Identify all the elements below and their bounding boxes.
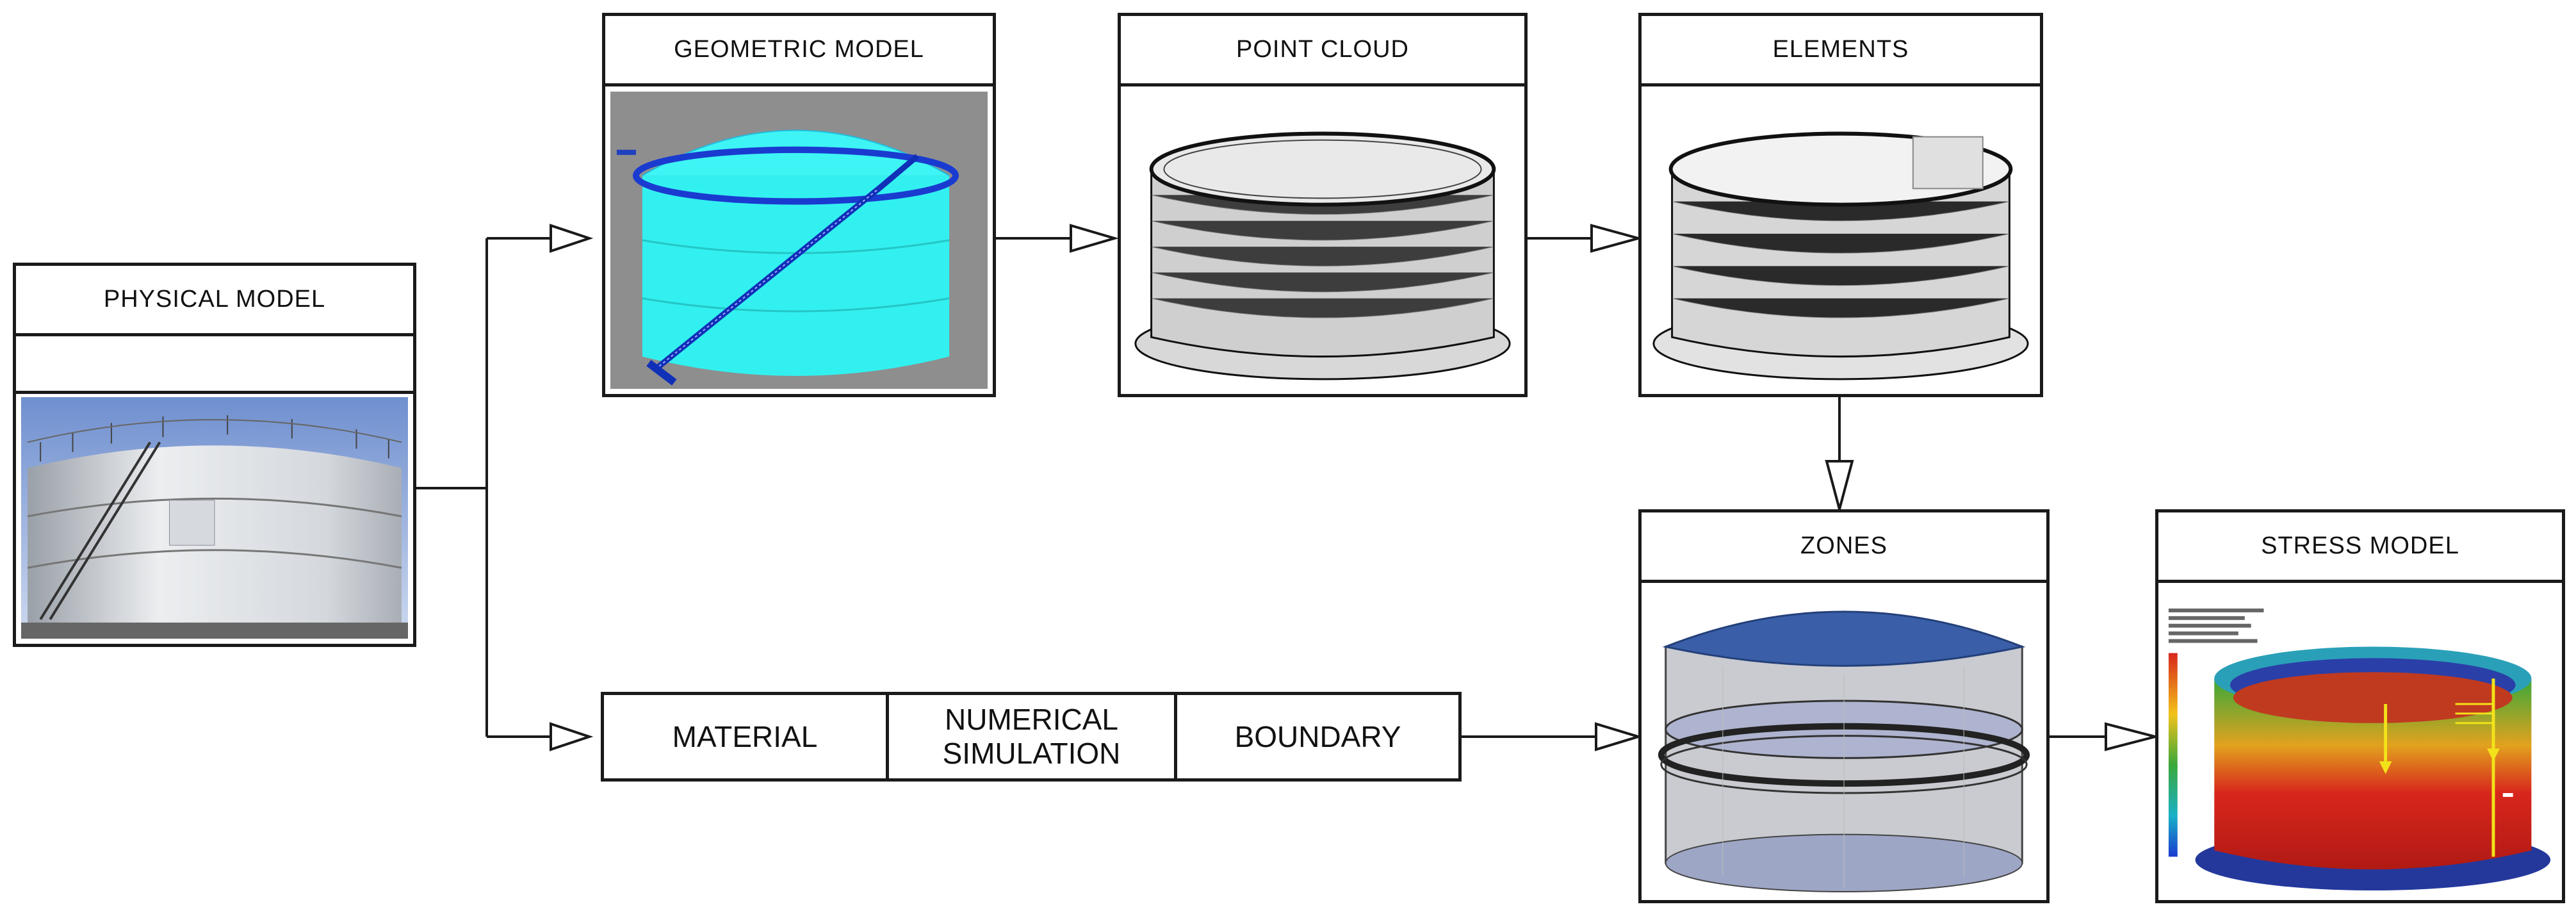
elements-box: ELEMENTS (1638, 13, 2043, 397)
physical-model-box: PHYSICAL MODEL (13, 263, 416, 647)
geometric-model-render (610, 92, 988, 389)
zones-render (1647, 602, 2041, 895)
point-cloud-render (1126, 92, 1519, 389)
zones-box: ZONES (1638, 509, 2050, 903)
geometric-model-title: GEOMETRIC MODEL (605, 16, 993, 86)
divider-1 (886, 695, 889, 778)
elements-title: ELEMENTS (1642, 16, 2040, 86)
geometric-model-box: GEOMETRIC MODEL (602, 13, 996, 397)
stress-model-box: STRESS MODEL (2155, 509, 2565, 903)
zones-title: ZONES (1642, 512, 2046, 583)
physical-model-title: PHYSICAL MODEL (16, 266, 413, 336)
point-cloud-box: POINT CLOUD (1118, 13, 1528, 397)
stress-model-render (2164, 602, 2557, 895)
stress-legend-bar (2168, 653, 2178, 857)
arrowhead-zones-top (1825, 460, 1854, 514)
physical-model-spacer (16, 336, 413, 394)
stress-model-title: STRESS MODEL (2158, 512, 2562, 583)
numerical-simulation-label: NUMERICAL SIMULATION (942, 703, 1121, 770)
elements-mesh-render (1647, 92, 2035, 389)
divider-2 (1174, 695, 1177, 778)
arrowhead-elements (1590, 224, 1643, 253)
physical-tank-photo (21, 397, 408, 639)
material-label: MATERIAL (672, 719, 818, 753)
arrowhead-stress (2105, 722, 2160, 751)
arrowhead-geometric (550, 224, 594, 253)
arrowhead-material (550, 722, 594, 751)
arrowhead-zones-left (1595, 722, 1643, 751)
boundary-label: BOUNDARY (1234, 719, 1401, 753)
point-cloud-title: POINT CLOUD (1121, 16, 1524, 86)
inputs-strip: MATERIAL NUMERICAL SIMULATION BOUNDARY (601, 692, 1462, 782)
arrowhead-pointcloud (1070, 224, 1120, 253)
